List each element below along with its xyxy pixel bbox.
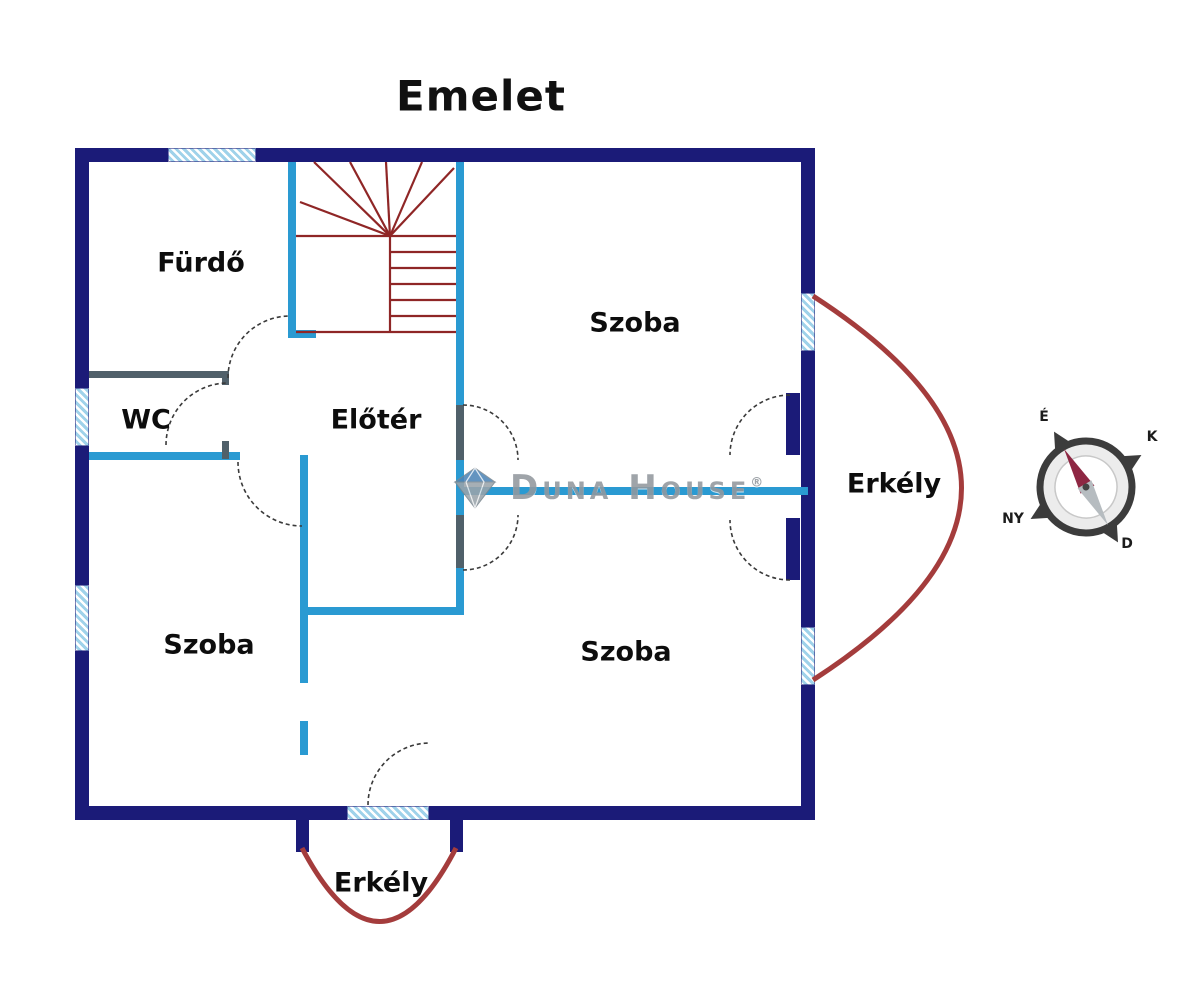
balcony-door-leaf-lower: [786, 518, 800, 580]
room-label-balcony-right: Erkély: [846, 468, 942, 500]
room-label-room-bottom-left: Szoba: [163, 629, 255, 661]
compass-label-east: K: [1146, 429, 1158, 445]
partition-rooms-divider-horizontal: [456, 487, 808, 495]
page-title: Emelet: [396, 71, 566, 121]
window-hatch-left-upper: [75, 388, 89, 446]
room-label-hall: Előtér: [330, 404, 422, 436]
door-swing-arcs: [165, 315, 791, 806]
door-arc-room-left: [237, 461, 303, 527]
compass-label-west: NY: [1002, 511, 1024, 527]
door-arc-bathroom: [227, 315, 291, 379]
partition-room-left-right-wall: [300, 455, 308, 615]
balcony-bottom-left-stub: [296, 818, 309, 852]
door-arc-room-bottom-right: [462, 514, 519, 571]
compass-label-south: D: [1121, 536, 1133, 552]
wall-bottom-left-segment: [75, 806, 347, 820]
wall-bottom-right-segment: [429, 806, 815, 820]
wall-right: [801, 148, 815, 820]
partition-lower-stub-upper: [300, 615, 308, 683]
wall-left: [75, 148, 89, 820]
registered-mark: ®: [750, 475, 764, 491]
partition-bathroom-right: [288, 162, 296, 338]
balcony-door-leaf-upper: [786, 393, 800, 455]
room-label-balcony-bottom: Erkély: [333, 867, 429, 899]
partition-lower-stub-lower: [300, 721, 308, 755]
window-hatch-left-lower: [75, 585, 89, 651]
door-arc-balcony-bottom: [367, 742, 431, 806]
window-hatch-top: [168, 148, 256, 162]
window-hatch-balcony-door: [347, 806, 429, 820]
room-door-leaf-upper: [456, 405, 464, 460]
compass-rose-icon: [1030, 431, 1142, 543]
wall-wc-right-upper: [222, 371, 229, 385]
stairs-icon: [296, 161, 456, 334]
wall-bathroom-bottom: [89, 371, 225, 378]
room-door-leaf-lower: [456, 515, 464, 568]
wall-wc-right-lower: [222, 441, 229, 459]
room-label-room-bottom-right: Szoba: [580, 636, 672, 668]
door-arc-balcony-upper: [729, 394, 791, 456]
compass-label-north: É: [1039, 409, 1049, 425]
door-arc-room-top-right: [462, 404, 519, 461]
wall-top: [75, 148, 815, 162]
room-label-bathroom: Fürdő: [157, 247, 245, 279]
partition-hall-bottom: [300, 607, 460, 615]
partition-stairs-corner: [288, 330, 316, 338]
partition-center-vertical-lower: [456, 568, 464, 615]
partition-center-vertical-upper: [456, 162, 464, 405]
door-arc-wc: [165, 382, 229, 446]
room-label-wc: WC: [121, 404, 171, 436]
room-label-room-top-right: Szoba: [589, 307, 681, 339]
duna-house-logo-icon: [453, 466, 497, 510]
partition-wc-bottom: [89, 452, 240, 460]
watermark: Duna House®: [452, 460, 763, 516]
window-hatch-right-lower: [801, 627, 815, 685]
balcony-bottom-right-stub: [450, 818, 463, 852]
watermark-brand: Duna House®: [510, 468, 764, 508]
door-arc-balcony-lower: [729, 519, 791, 581]
window-hatch-right-upper: [801, 293, 815, 351]
